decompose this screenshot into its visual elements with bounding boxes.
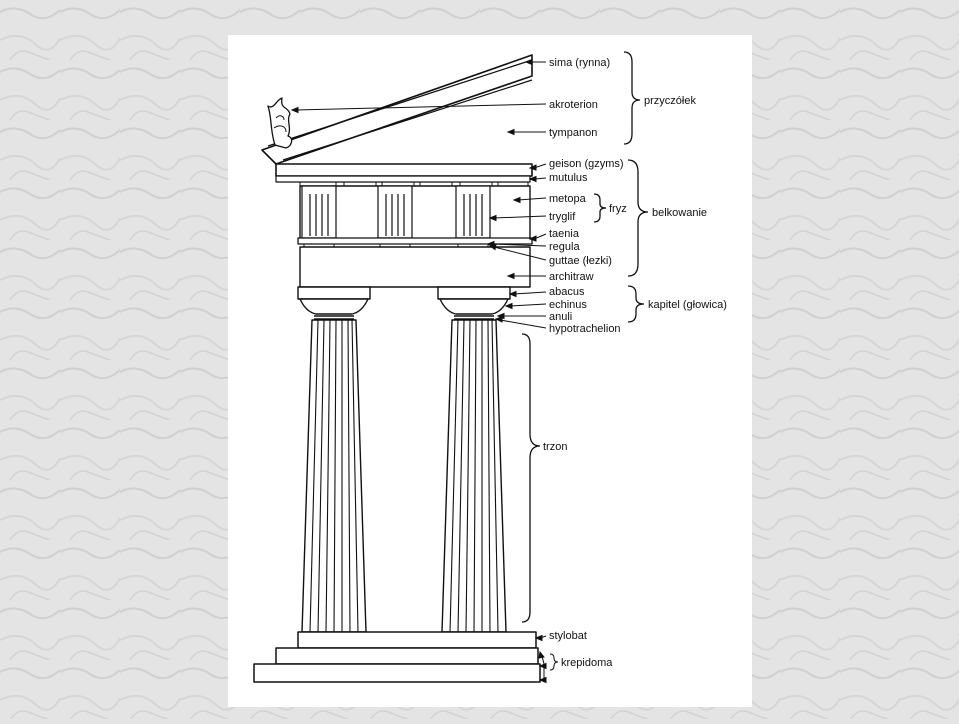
tympanon-line — [282, 79, 533, 161]
part-labels: sima (rynna) akroterion tympanon geison … — [543, 57, 624, 669]
krepidoma-step-1 — [275, 647, 539, 665]
label-architraw: architraw — [549, 271, 594, 283]
group-kapitel: kapitel (głowica) — [648, 299, 727, 311]
label-anuli: anuli — [549, 311, 572, 323]
label-stylobat: stylobat — [549, 630, 587, 642]
geison — [275, 163, 533, 177]
label-geison: geison (gzyms) — [549, 158, 624, 170]
label-trzon: trzon — [543, 441, 567, 453]
column-shafts — [301, 319, 507, 633]
label-mutulus: mutulus — [549, 172, 588, 184]
label-abacus: abacus — [549, 286, 585, 298]
label-sima: sima (rynna) — [549, 57, 610, 69]
label-krepidoma: krepidoma — [561, 657, 613, 669]
label-echinus: echinus — [549, 299, 587, 311]
krepidoma-step-2 — [253, 663, 541, 683]
taenia — [297, 237, 533, 245]
label-hypotrachelion: hypotrachelion — [549, 323, 621, 335]
brace-belkowanie — [627, 159, 649, 277]
braces — [521, 51, 649, 671]
mutulus-band — [275, 175, 531, 183]
group-belkowanie: belkowanie — [652, 207, 707, 219]
architrave — [299, 246, 531, 288]
brace-przyczolek — [623, 51, 641, 145]
triglyphs — [301, 185, 491, 239]
label-guttae: guttae (łezki) — [549, 255, 612, 267]
label-regula: regula — [549, 241, 580, 253]
brace-krepidoma — [549, 653, 559, 671]
label-akroterion: akroterion — [549, 99, 598, 111]
label-taenia: taenia — [549, 228, 580, 240]
label-tryglif: tryglif — [549, 211, 576, 223]
brace-kapitel — [627, 285, 645, 323]
group-przyczolek: przyczółek — [644, 95, 696, 107]
label-metopa: metopa — [549, 193, 587, 205]
akroterion-detail — [273, 115, 287, 133]
group-fryz: fryz — [609, 203, 627, 215]
brace-fryz — [593, 193, 607, 223]
frieze — [299, 185, 531, 241]
capitals — [297, 286, 511, 320]
label-tympanon: tympanon — [549, 127, 597, 139]
leader-lines — [290, 58, 547, 684]
akroterion-ornament — [267, 97, 293, 149]
stylobate — [297, 631, 537, 649]
temple-drawing — [253, 54, 541, 683]
group-labels: przyczółek fryz belkowanie kapitel (głow… — [609, 95, 727, 311]
sima-line — [267, 59, 533, 147]
brace-trzon — [521, 333, 541, 623]
